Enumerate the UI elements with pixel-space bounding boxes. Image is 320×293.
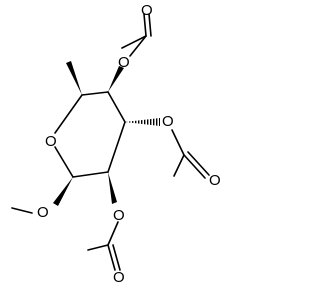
bond-c2-acetyl-methyl — [87, 244, 109, 251]
bond-c3-acetyl-methyl — [173, 154, 185, 177]
pyranose-ring — [54, 91, 126, 178]
bond-c3-acetyl-carbonyl — [183, 154, 206, 179]
bond-o5-c5 — [54, 94, 83, 134]
bond-c1-o5 — [54, 146, 74, 178]
bond-c4-c3 — [107, 91, 126, 123]
methyl-wedge-bond — [66, 61, 82, 95]
bond-c4-acetyl-carbonyl-double — [148, 13, 152, 37]
c4-wedge-bond — [108, 66, 124, 92]
bond-o4-carbonyl-c — [129, 35, 147, 57]
bond-c2-acetyl-carbonyl-double — [112, 244, 121, 271]
chemical-structure: O O O O O O O O — [11, 2, 221, 286]
c4-carbonyl-oxygen-label: O — [141, 2, 153, 19]
bond-c2-acetyl-carbonyl — [107, 244, 116, 271]
bond-c2-c1 — [72, 171, 109, 178]
bond-o2-carbonyl-c — [107, 221, 119, 246]
c1-wedge-bond — [53, 177, 73, 206]
bond-c3-acetyl-carbonyl-double — [187, 151, 210, 176]
c4-acetoxy-oxygen-label: O — [118, 54, 130, 71]
methoxy-oxygen-label: O — [37, 204, 49, 221]
ring-oxygen-label: O — [45, 133, 57, 150]
bond-c5-c4 — [81, 91, 109, 96]
c2-carbonyl-oxygen-label: O — [113, 269, 125, 286]
c2-wedge-bond — [108, 172, 117, 204]
c3-acetoxy-oxygen-label: O — [162, 113, 174, 130]
bond-c3-c2 — [107, 121, 126, 173]
c2-acetoxy-oxygen-label: O — [113, 207, 125, 224]
c3-hash-bond — [125, 118, 160, 126]
bond-c4-acetyl-methyl — [121, 35, 147, 49]
bond-c4-acetyl-carbonyl — [143, 13, 147, 37]
c3-carbonyl-oxygen-label: O — [209, 172, 221, 189]
bond-o3-carbonyl-c — [171, 129, 185, 156]
bond-methoxy-methyl — [11, 207, 33, 214]
